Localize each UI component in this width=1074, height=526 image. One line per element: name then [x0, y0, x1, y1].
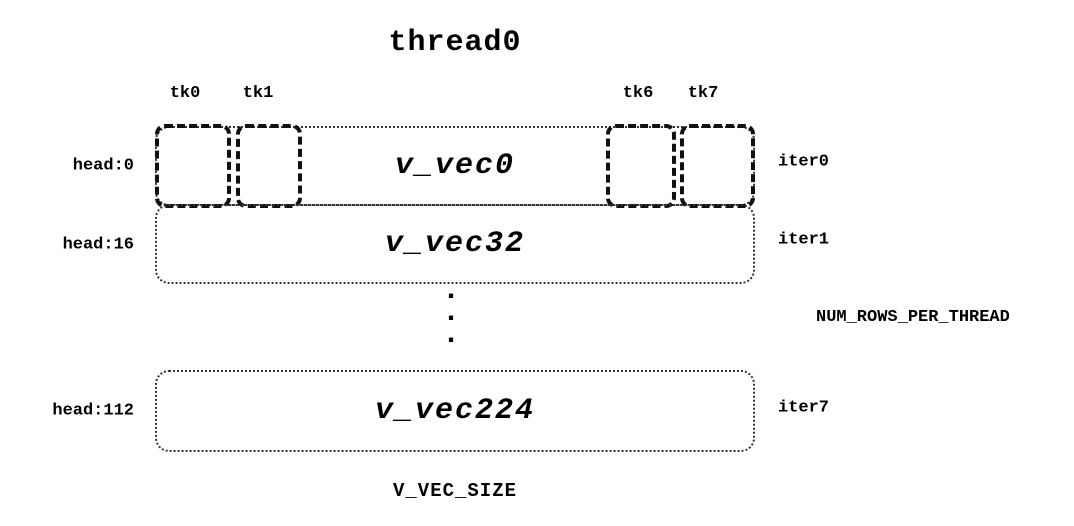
iter-label-iter1: iter1: [778, 230, 830, 250]
tk-box-tk1: [236, 124, 302, 208]
tk-label-tk0: tk0: [169, 84, 201, 103]
iter-label-iter7: iter7: [778, 398, 830, 418]
tk-box-tk7: [680, 124, 755, 208]
ellipsis-dot: .: [442, 274, 461, 308]
tk-label-tk6: tk6: [622, 84, 654, 103]
vertical-ellipsis: . . .: [442, 274, 461, 352]
head-label-iter1: head:16: [62, 235, 134, 255]
tk-box-tk6: [606, 124, 676, 208]
v-vec-size-label: V_VEC_SIZE: [392, 480, 518, 502]
tk-label-tk7: tk7: [687, 84, 719, 103]
head-label-iter7: head:112: [52, 401, 134, 421]
iter-label-iter0: iter0: [778, 152, 830, 172]
tk-box-tk0: [155, 124, 231, 208]
vec-label-iter1: v_vec32: [384, 227, 526, 261]
ellipsis-dot: .: [442, 296, 461, 330]
num-rows-per-thread-label: NUM_ROWS_PER_THREAD: [816, 308, 1010, 327]
head-label-iter0: head:0: [72, 156, 134, 176]
row-box-iter7: v_vec224: [155, 370, 755, 452]
diagram-title: thread0: [388, 26, 522, 60]
row-box-iter1: v_vec32: [155, 204, 755, 284]
vec-label-iter0: v_vec0: [394, 149, 516, 183]
ellipsis-dot: .: [442, 318, 461, 352]
vec-label-iter7: v_vec224: [374, 394, 536, 428]
tk-label-tk1: tk1: [242, 84, 274, 103]
